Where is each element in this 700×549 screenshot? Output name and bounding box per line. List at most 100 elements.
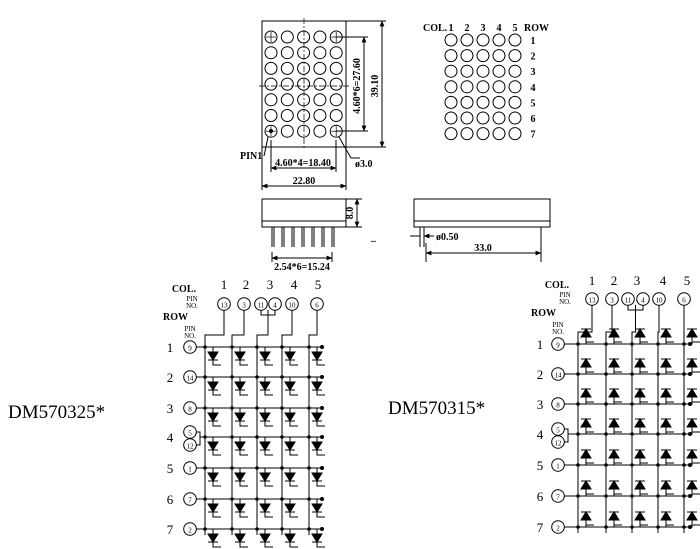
diode-lead (205, 407, 214, 413)
dot-map-dot (460, 111, 474, 125)
col-pin-number: 6 (315, 302, 319, 310)
led-diode (608, 511, 620, 521)
row-number: 2 (537, 367, 544, 382)
led-diode (660, 511, 672, 521)
dot-map-dot (476, 80, 490, 94)
diode-lead (639, 367, 648, 373)
row-pin-number: 2 (188, 527, 192, 535)
diode-lead (205, 376, 214, 382)
pin-to-bus (256, 310, 269, 339)
diode-lead (585, 520, 594, 526)
dim-length: 33.0 (474, 243, 492, 254)
row-pin-number: 9 (188, 345, 192, 353)
row4-bracket (564, 428, 569, 443)
dim-row-pitch: 4.60*6=27.60 (352, 58, 363, 114)
diode-lead (613, 520, 622, 526)
row-pin-number: 7 (188, 497, 192, 505)
led-diode (580, 418, 592, 428)
col-label: COL. (172, 284, 197, 295)
row-pin-label: NO. (552, 328, 564, 336)
front-dot (313, 124, 327, 138)
diode-lead (212, 542, 221, 548)
dot-map-dot (492, 127, 506, 141)
col-number: 4 (291, 277, 298, 292)
pin-to-bus (605, 305, 613, 336)
diode-lead (316, 390, 325, 396)
diode-lead (309, 407, 318, 413)
diode-lead (282, 407, 291, 413)
dot-map-row-number: 2 (531, 52, 536, 63)
front-dot (329, 109, 343, 122)
front-dot (280, 77, 294, 91)
pin-to-bus (631, 305, 636, 336)
diode-lead (212, 421, 221, 427)
led-diode (207, 472, 219, 482)
diode-lead (212, 390, 221, 396)
diode-lead (309, 498, 318, 504)
led-diode (580, 511, 592, 521)
led-diode (311, 441, 323, 451)
front-dot (297, 77, 311, 91)
row-number: 4 (167, 430, 174, 445)
diode-lead (264, 542, 273, 548)
diode-lead (309, 467, 318, 473)
diode-lead (257, 376, 266, 382)
diode-lead (282, 498, 291, 504)
dot-map-dot (444, 111, 458, 125)
front-dot (313, 109, 327, 122)
dim-pin-diameter: ø0.50 (436, 232, 459, 243)
row-pin-number: 12 (555, 440, 563, 448)
dim-dot-diameter: ø3.0 (355, 159, 373, 170)
diode-lead (232, 407, 241, 413)
row-pin-number: 14 (555, 372, 563, 380)
row-number: 7 (167, 522, 174, 537)
diode-lead (691, 458, 700, 464)
col-number: 1 (589, 273, 596, 288)
row-pin-number: 9 (556, 342, 560, 350)
col-number: 4 (660, 273, 667, 288)
led-diode (634, 328, 646, 338)
front-dot (297, 124, 311, 138)
diode-lead (613, 427, 622, 433)
dot-map-dot (508, 95, 522, 109)
led-diode (284, 441, 296, 451)
diode-lead (289, 360, 298, 366)
row-number: 2 (167, 370, 174, 385)
dot-map-dot (444, 33, 458, 47)
dot-map-row-number: 1 (531, 36, 536, 47)
front-dot (264, 109, 278, 122)
diode-lead (212, 512, 221, 518)
led-diode (259, 381, 271, 391)
front-dot (329, 46, 343, 60)
diode-lead (316, 450, 325, 456)
pin-label: PIN (186, 295, 197, 303)
front-dot (264, 124, 278, 138)
col-pin-number: 3 (242, 302, 246, 310)
front-view (259, 18, 386, 190)
diode-lead (239, 512, 248, 518)
led-diode (311, 351, 323, 361)
led-diode (608, 480, 620, 490)
row-label: ROW (531, 308, 556, 319)
led-diode (580, 358, 592, 368)
col-pin-number: 10 (289, 302, 297, 310)
led-diode (284, 381, 296, 391)
led-diode (634, 388, 646, 398)
dot-map-dot (476, 127, 490, 141)
dim-side-height: 8.0 (345, 207, 356, 220)
dim-height-total: 39.10 (370, 75, 381, 98)
diode-lead (665, 458, 674, 464)
diode-lead (232, 376, 241, 382)
led-diode (608, 328, 620, 338)
dot-map-dot (444, 80, 458, 94)
pin-to-bus (281, 310, 293, 339)
front-dot (297, 61, 311, 75)
led-diode (686, 388, 698, 398)
diode-lead (239, 421, 248, 427)
diode-lead (205, 436, 214, 442)
col-pin-number: 6 (682, 297, 686, 305)
dot-map-col-number: 2 (465, 23, 470, 34)
dim-col-pitch: 4.60*4=18.40 (275, 158, 331, 169)
